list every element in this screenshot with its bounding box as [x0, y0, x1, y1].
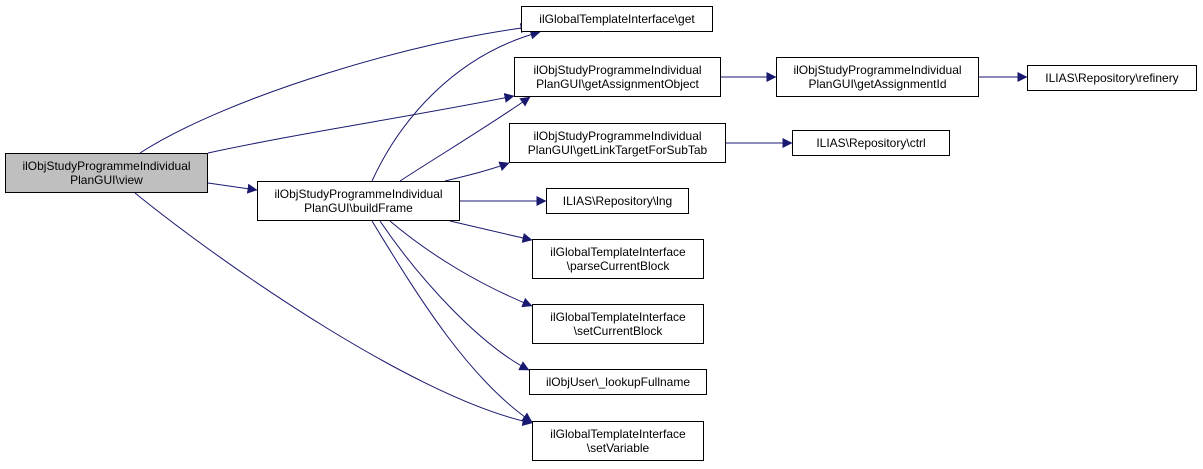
node-label-line: PlanGUI\getAssignmentObject — [536, 77, 699, 91]
node-lookupFullname[interactable]: ilObjUser\_lookupFullname — [529, 369, 707, 395]
node-label-line: ilObjUser\_lookupFullname — [545, 375, 691, 389]
node-label-line: ilObjStudyProgrammeIndividual — [533, 129, 702, 143]
node-label-line: PlanGUI\buildFrame — [304, 201, 413, 215]
node-label-line: ilGlobalTemplateInterface — [550, 427, 686, 441]
node-label-line: \setVariable — [586, 441, 650, 455]
node-setCurrentBlock[interactable]: ilGlobalTemplateInterface\setCurrentBloc… — [532, 304, 704, 344]
node-label-line: ilObjStudyProgrammeIndividual — [274, 187, 443, 201]
node-label-line: PlanGUI\getLinkTargetForSubTab — [527, 143, 708, 157]
edge-buildFrame-to-parseCurrentBlock — [449, 220, 533, 243]
node-label-line: ilGlobalTemplateInterface\get — [539, 12, 695, 26]
edge-buildFrame-to-getAssignmentObject — [399, 96, 531, 182]
edge-buildFrame-to-setCurrentBlock — [389, 220, 533, 308]
node-label-line: PlanGUI\getAssignmentId — [808, 77, 947, 91]
node-label-line: ILIAS\Repository\refinery — [1045, 71, 1179, 85]
edge-buildFrame-to-getLinkTargetForSubTab — [444, 161, 510, 182]
node-parseCurrentBlock[interactable]: ilGlobalTemplateInterface\parseCurrentBl… — [532, 239, 704, 279]
node-label-line: PlanGUI\view — [70, 173, 143, 187]
edge-view-to-getAssignmentObject — [207, 92, 515, 154]
node-label-line: ILIAS\Repository\ctrl — [816, 136, 926, 150]
node-label-line: ilObjStudyProgrammeIndividual — [793, 63, 962, 77]
node-ctrl[interactable]: ILIAS\Repository\ctrl — [792, 130, 950, 156]
node-get[interactable]: ilGlobalTemplateInterface\get — [521, 6, 713, 32]
edge-view-to-get — [139, 23, 531, 154]
edge-view-to-buildFrame — [207, 182, 258, 194]
node-setVariable[interactable]: ilGlobalTemplateInterface\setVariable — [532, 421, 704, 461]
edge-buildFrame-to-setVariable — [371, 220, 533, 423]
node-label-line: ilGlobalTemplateInterface — [550, 310, 686, 324]
edge-buildFrame-to-get — [371, 29, 541, 182]
node-lng[interactable]: ILIAS\Repository\lng — [546, 188, 689, 214]
node-label-line: \parseCurrentBlock — [566, 259, 670, 273]
edge-view-to-setVariable — [134, 192, 533, 426]
node-refinery[interactable]: ILIAS\Repository\refinery — [1027, 65, 1197, 91]
node-label-line: ilObjStudyProgrammeIndividual — [533, 63, 702, 77]
node-label-line: ilGlobalTemplateInterface — [550, 245, 686, 259]
edge-buildFrame-to-lookupFullname — [379, 220, 530, 371]
node-label-line: ilObjStudyProgrammeIndividual — [22, 159, 191, 173]
node-label-line: ILIAS\Repository\lng — [562, 194, 673, 208]
node-label-line: \setCurrentBlock — [573, 324, 663, 338]
